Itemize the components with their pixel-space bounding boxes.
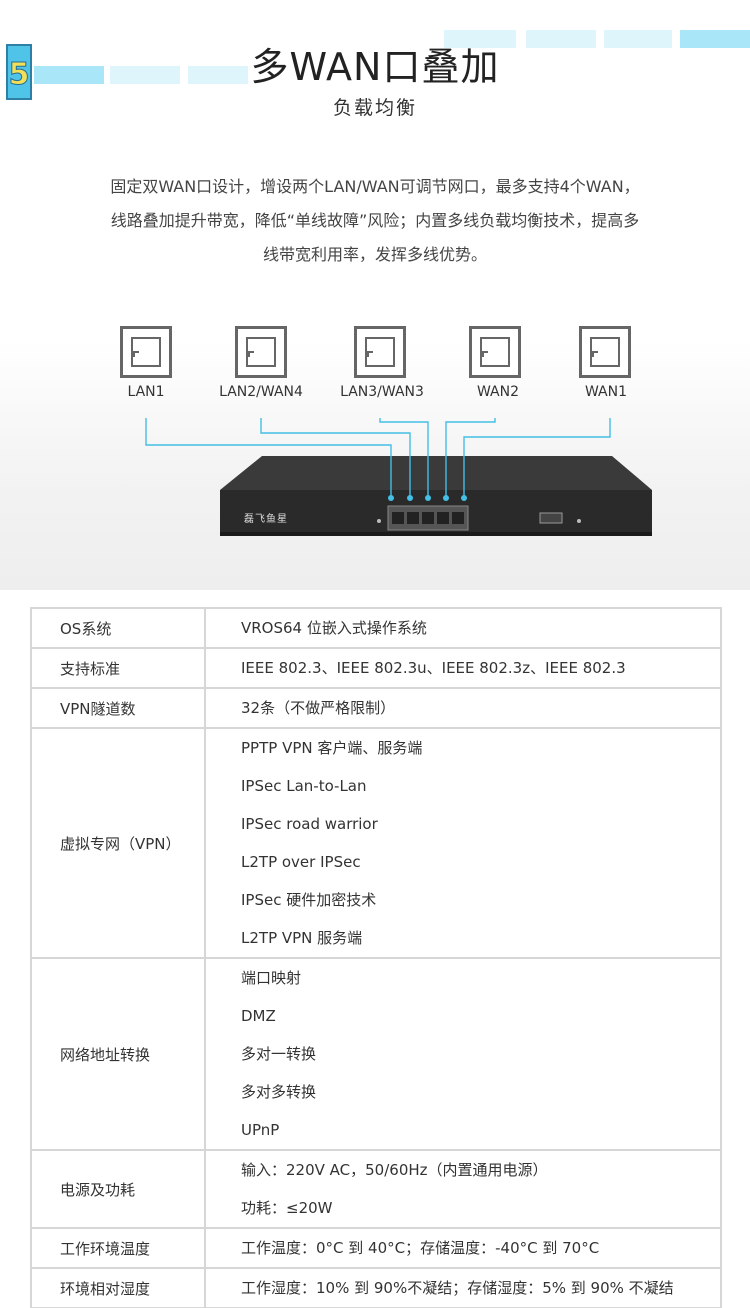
spec-key: 电源及功耗: [30, 1149, 206, 1229]
table-row: 电源及功耗 输入：220V AC，50/60Hz（内置通用电源） 功耗：≤20W: [30, 1149, 722, 1229]
ethernet-port-icon: [235, 326, 287, 378]
spec-value: 输入：220V AC，50/60Hz（内置通用电源） 功耗：≤20W: [204, 1149, 722, 1229]
description-line: 线路叠加提升带宽，降低“单线故障”风险；内置多线负载均衡技术，提高多: [110, 211, 640, 230]
port-label: WAN1: [584, 384, 628, 400]
deco-bar: [604, 30, 672, 48]
table-row: OS系统 VROS64 位嵌入式操作系统: [30, 607, 722, 649]
description-line: 固定双WAN口设计，增设两个LAN/WAN可调节网口，最多支持4个WAN，: [110, 177, 640, 196]
spec-key: OS系统: [30, 607, 206, 649]
ethernet-port-icon: [120, 326, 172, 378]
spec-key: 网络地址转换: [30, 957, 206, 1151]
port-label: LAN2/WAN4: [219, 384, 303, 400]
table-row: VPN隧道数 32条（不做严格限制）: [30, 687, 722, 729]
router-device-illustration: [145, 418, 652, 536]
feature-description: 固定双WAN口设计，增设两个LAN/WAN可调节网口，最多支持4个WAN， 线路…: [60, 170, 690, 272]
table-row: 环境相对湿度 工作湿度：10% 到 90%不凝结；存储湿度：5% 到 90% 不…: [30, 1267, 722, 1308]
spec-value-line: VROS64 位嵌入式操作系统: [241, 619, 427, 637]
spec-value: 32条（不做严格限制）: [204, 687, 722, 729]
spec-value-line: 工作湿度：10% 到 90%不凝结；存储湿度：5% 到 90% 不凝结: [241, 1279, 674, 1297]
spec-value-line: DMZ: [241, 1007, 276, 1025]
spec-value-line: 工作温度：0°C 到 40°C；存储温度：-40°C 到 70°C: [241, 1239, 600, 1257]
table-row: 虚拟专网（VPN） PPTP VPN 客户端、服务端 IPSec Lan-to-…: [30, 727, 722, 959]
port-label: LAN3/WAN3: [340, 384, 424, 400]
deco-bar: [444, 30, 516, 48]
spec-value: 端口映射 DMZ 多对一转换 多对多转换 UPnP: [204, 957, 722, 1151]
spec-value: 工作温度：0°C 到 40°C；存储温度：-40°C 到 70°C: [204, 1227, 722, 1269]
deco-bar: [188, 66, 248, 84]
deco-bar: [110, 66, 180, 84]
section-number: 5: [9, 57, 30, 92]
table-row: 支持标准 IEEE 802.3、IEEE 802.3u、IEEE 802.3z、…: [30, 647, 722, 689]
table-row: 工作环境温度 工作温度：0°C 到 40°C；存储温度：-40°C 到 70°C: [30, 1227, 722, 1269]
spec-value-line: UPnP: [241, 1121, 280, 1139]
spec-key: 工作环境温度: [30, 1227, 206, 1269]
spec-value: VROS64 位嵌入式操作系统: [204, 607, 722, 649]
spec-value-line: IEEE 802.3、IEEE 802.3u、IEEE 802.3z、IEEE …: [241, 659, 626, 677]
spec-value-line: IPSec 硬件加密技术: [241, 891, 377, 909]
port-label: LAN1: [127, 384, 165, 400]
spec-value-line: 多对一转换: [241, 1045, 317, 1063]
spec-value-line: L2TP VPN 服务端: [241, 929, 363, 947]
spec-value-line: 功耗：≤20W: [241, 1199, 333, 1217]
deco-bar: [34, 66, 104, 84]
port-diagram: LAN1 LAN2/WAN4 LAN3/WAN3 WAN2 WAN1: [0, 300, 750, 590]
spec-key: 虚拟专网（VPN）: [30, 727, 206, 959]
table-row: 网络地址转换 端口映射 DMZ 多对一转换 多对多转换 UPnP: [30, 957, 722, 1151]
page-subtitle: 负载均衡: [332, 97, 417, 119]
deco-bar: [526, 30, 596, 48]
spec-value-line: 多对多转换: [241, 1083, 317, 1101]
spec-value-line: IPSec road warrior: [241, 815, 378, 833]
ethernet-port-icon: [469, 326, 521, 378]
ethernet-port-icon: [579, 326, 631, 378]
deco-bar: [680, 30, 750, 48]
ethernet-port-icon: [354, 326, 406, 378]
spec-value: IEEE 802.3、IEEE 802.3u、IEEE 802.3z、IEEE …: [204, 647, 722, 689]
spec-table: OS系统 VROS64 位嵌入式操作系统 支持标准 IEEE 802.3、IEE…: [30, 607, 722, 1308]
spec-value-line: 输入：220V AC，50/60Hz（内置通用电源）: [241, 1161, 548, 1179]
spec-value-line: 端口映射: [241, 969, 302, 987]
section-number-badge: 5: [6, 44, 32, 100]
spec-value-line: 32条（不做严格限制）: [241, 699, 396, 717]
port-label: WAN2: [476, 384, 520, 400]
description-line: 线带宽利用率，发挥多线优势。: [262, 245, 487, 264]
spec-key: VPN隧道数: [30, 687, 206, 729]
device-brand-logo: 磊飞鱼星: [244, 514, 288, 525]
spec-key: 环境相对湿度: [30, 1267, 206, 1308]
page-title: 多WAN口叠加: [250, 45, 500, 89]
spec-value-line: IPSec Lan-to-Lan: [241, 777, 367, 795]
spec-value: 工作湿度：10% 到 90%不凝结；存储湿度：5% 到 90% 不凝结: [204, 1267, 722, 1308]
spec-value-line: PPTP VPN 客户端、服务端: [241, 739, 423, 757]
spec-value: PPTP VPN 客户端、服务端 IPSec Lan-to-Lan IPSec …: [204, 727, 722, 959]
spec-key: 支持标准: [30, 647, 206, 689]
spec-value-line: L2TP over IPSec: [241, 853, 361, 871]
